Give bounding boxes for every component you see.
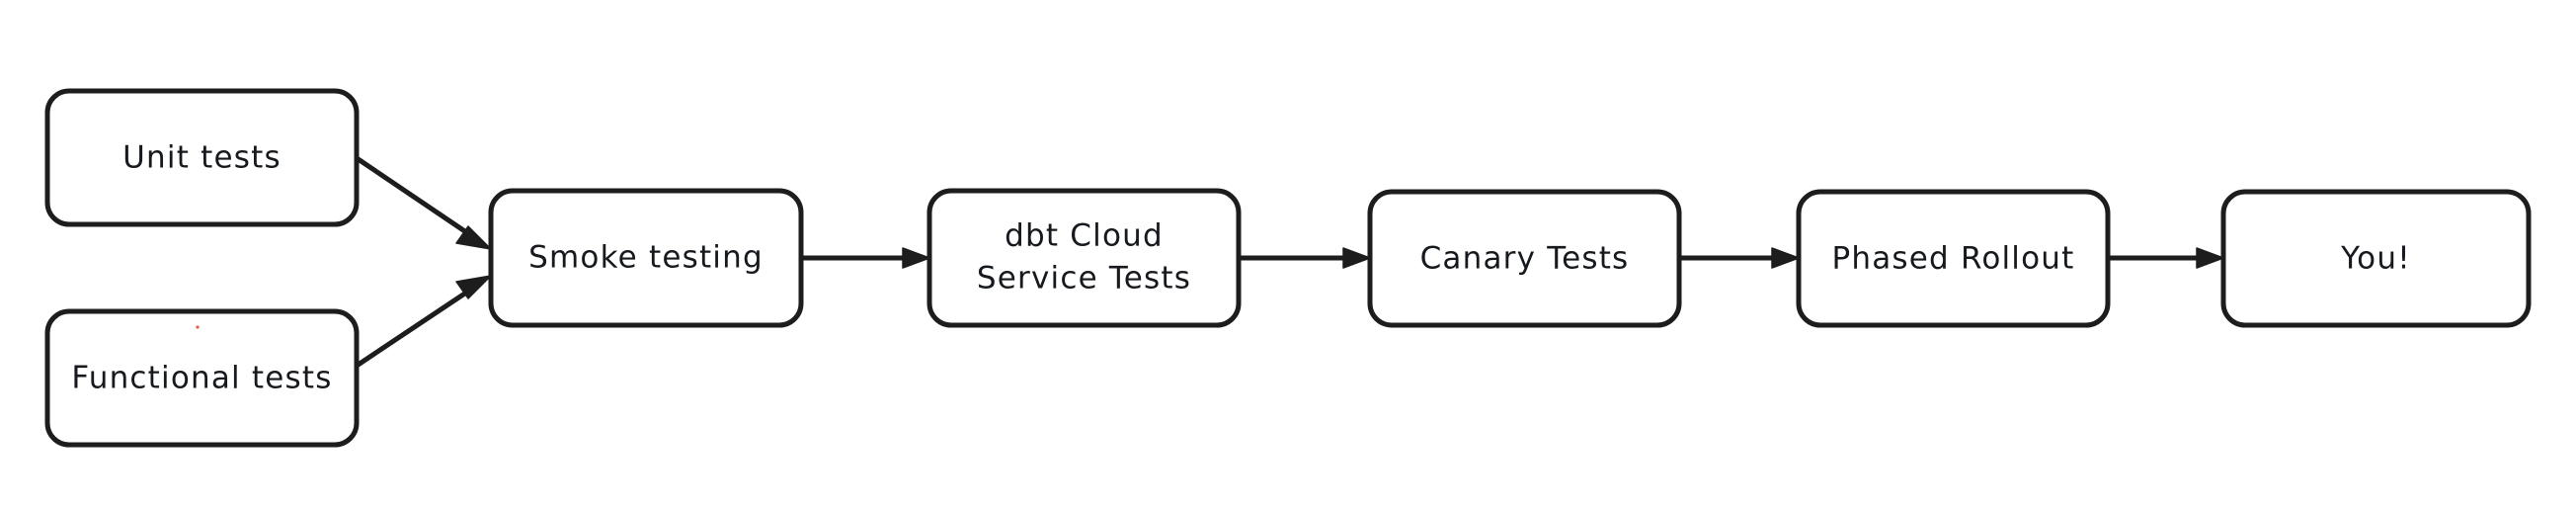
node-unit-tests-shape[interactable] [44,88,360,227]
node-phased-rollout-shape[interactable] [1796,189,2111,328]
node-dbt-cloud-service-tests-shape[interactable] [926,188,1242,328]
edge-phased-to-you [2105,247,2224,269]
node-dbt-cloud-service-tests-label-line1: dbt Cloud [1005,218,1164,254]
node-dbt-cloud-service-tests[interactable]: dbt Cloud Service Tests [926,188,1242,328]
edge-dbt-to-canary [1236,247,1371,269]
edge-unit-to-smoke [354,155,492,250]
node-smoke-testing-label: Smoke testing [528,240,764,276]
node-unit-tests-label: Unit tests [122,140,282,176]
node-functional-tests[interactable]: Functional tests [44,308,360,448]
node-phased-rollout[interactable]: Phased Rollout [1796,189,2111,328]
node-smoke-testing[interactable]: Smoke testing [488,188,804,328]
node-phased-rollout-label: Phased Rollout [1831,241,2074,277]
node-canary-tests[interactable]: Canary Tests [1367,189,1682,328]
node-functional-tests-shape[interactable] [44,308,360,448]
edge-canary-to-phased [1676,247,1800,269]
node-unit-tests[interactable]: Unit tests [44,88,360,227]
edge-functional-to-smoke [354,275,492,369]
edge-smoke-to-dbt [798,247,930,269]
node-you-shape[interactable] [2220,189,2532,328]
node-functional-tests-label: Functional tests [71,361,332,396]
node-you[interactable]: You! [2220,189,2532,328]
node-canary-tests-shape[interactable] [1367,189,1682,328]
node-smoke-testing-shape[interactable] [488,188,804,328]
node-canary-tests-label: Canary Tests [1420,241,1630,277]
stray-pixel-speck [196,325,200,329]
node-you-label: You! [2340,241,2411,277]
node-dbt-cloud-service-tests-label-line2: Service Tests [977,261,1191,297]
